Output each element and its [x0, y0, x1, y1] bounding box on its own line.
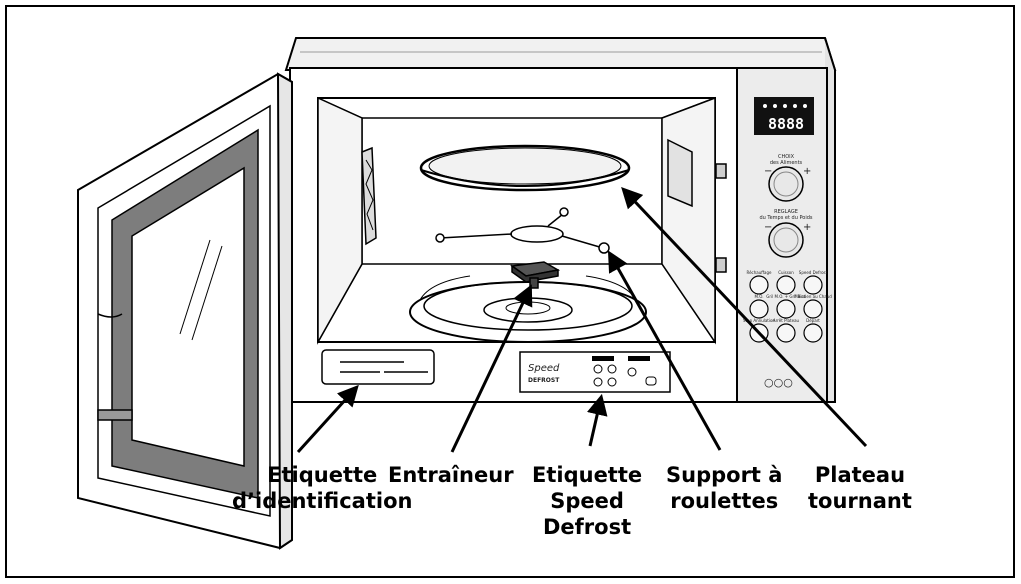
- knob-top-label-2: des Aliments: [770, 160, 803, 166]
- callout-identification-line-1: Etiquette: [267, 463, 378, 487]
- leader-speed-defrost: [587, 393, 608, 447]
- defrost-caps-text: DEFROST: [528, 377, 560, 384]
- panel-button-label: Arrêt Plateau: [773, 318, 800, 323]
- callout-turntable-line-2: tournant: [808, 489, 912, 513]
- panel-button[interactable]: [749, 299, 769, 319]
- roller-track: [409, 275, 647, 343]
- speed-defrost-label-plate: Speed DEFROST: [519, 351, 671, 393]
- callout-speed-defrost-label: Etiquette Speed Defrost: [532, 462, 642, 540]
- leader-roller-support: [607, 250, 722, 451]
- knob-bottom-minus: −: [764, 222, 772, 233]
- panel-button[interactable]: [776, 275, 796, 295]
- panel-button-label: Speed Defrost: [799, 270, 828, 275]
- callout-speed-defrost-line-3: Defrost: [543, 515, 632, 539]
- panel-button[interactable]: [776, 299, 796, 319]
- display-digits: 8888: [768, 115, 804, 133]
- callout-roller-support-line-1: Support à: [666, 463, 783, 487]
- leader-turntable: [621, 186, 868, 448]
- panel-button-label: Maintien au Chaud: [794, 294, 832, 299]
- panel-button-label: Gril M.O. + Gril Bizz: [766, 294, 805, 299]
- panel-button[interactable]: [749, 275, 769, 295]
- roller-support: [435, 207, 610, 254]
- leader-lines: [296, 186, 868, 454]
- diagram-frame: [5, 5, 1015, 578]
- callout-identification-line-2: d’identification: [232, 489, 413, 513]
- callout-turntable: Plateau tournant: [808, 462, 912, 514]
- panel-button[interactable]: [803, 299, 823, 319]
- callout-roller-support: Support à roulettes: [666, 462, 782, 514]
- panel-button-label: M.O.: [755, 294, 764, 299]
- knob-top-label-1: CHOIX: [778, 154, 795, 160]
- panel-button-label: Cuisson: [778, 270, 794, 275]
- callout-identification-label: Etiquette d’identification: [232, 462, 412, 514]
- knob-top-minus: −: [764, 166, 772, 177]
- callout-coupler: Entraîneur: [388, 462, 514, 488]
- panel-button-label: Départ: [806, 318, 820, 323]
- panel-button-grid: Réchauffage Cuisson Speed DefrostM.O.Gril …: [743, 270, 832, 343]
- panel-button[interactable]: [803, 275, 823, 295]
- callout-roller-support-line-2: roulettes: [670, 489, 779, 513]
- turntable-plate: [419, 144, 631, 192]
- callout-speed-defrost-line-1: Etiquette: [532, 463, 643, 487]
- leader-coupler: [450, 284, 533, 453]
- knob-bottom-label-2: du Temps et du Poids: [759, 215, 812, 221]
- knob-bottom-plus: +: [803, 222, 811, 233]
- callout-turntable-line-1: Plateau: [814, 463, 906, 487]
- knob-top-plus: +: [803, 166, 811, 177]
- open-door: [77, 72, 293, 550]
- panel-button-label: Réchauffage: [747, 270, 773, 275]
- identification-label-plate: [321, 349, 435, 385]
- defrost-script-text: Speed: [528, 363, 560, 374]
- control-panel: 8888 CHOIX des Aliments − + REGLAGE du T…: [743, 97, 832, 389]
- panel-button[interactable]: [803, 323, 823, 343]
- knob-bottom-label-1: REGLAGE: [774, 209, 798, 215]
- coupler: [510, 261, 561, 289]
- callout-coupler-line-1: Entraîneur: [388, 463, 514, 487]
- leader-identification: [296, 384, 359, 454]
- callout-speed-defrost-line-2: Speed: [550, 489, 624, 513]
- panel-button[interactable]: [776, 323, 796, 343]
- panel-bottom-dots: ○○○: [764, 376, 793, 389]
- panel-button-label: Stop Annulation: [743, 318, 775, 323]
